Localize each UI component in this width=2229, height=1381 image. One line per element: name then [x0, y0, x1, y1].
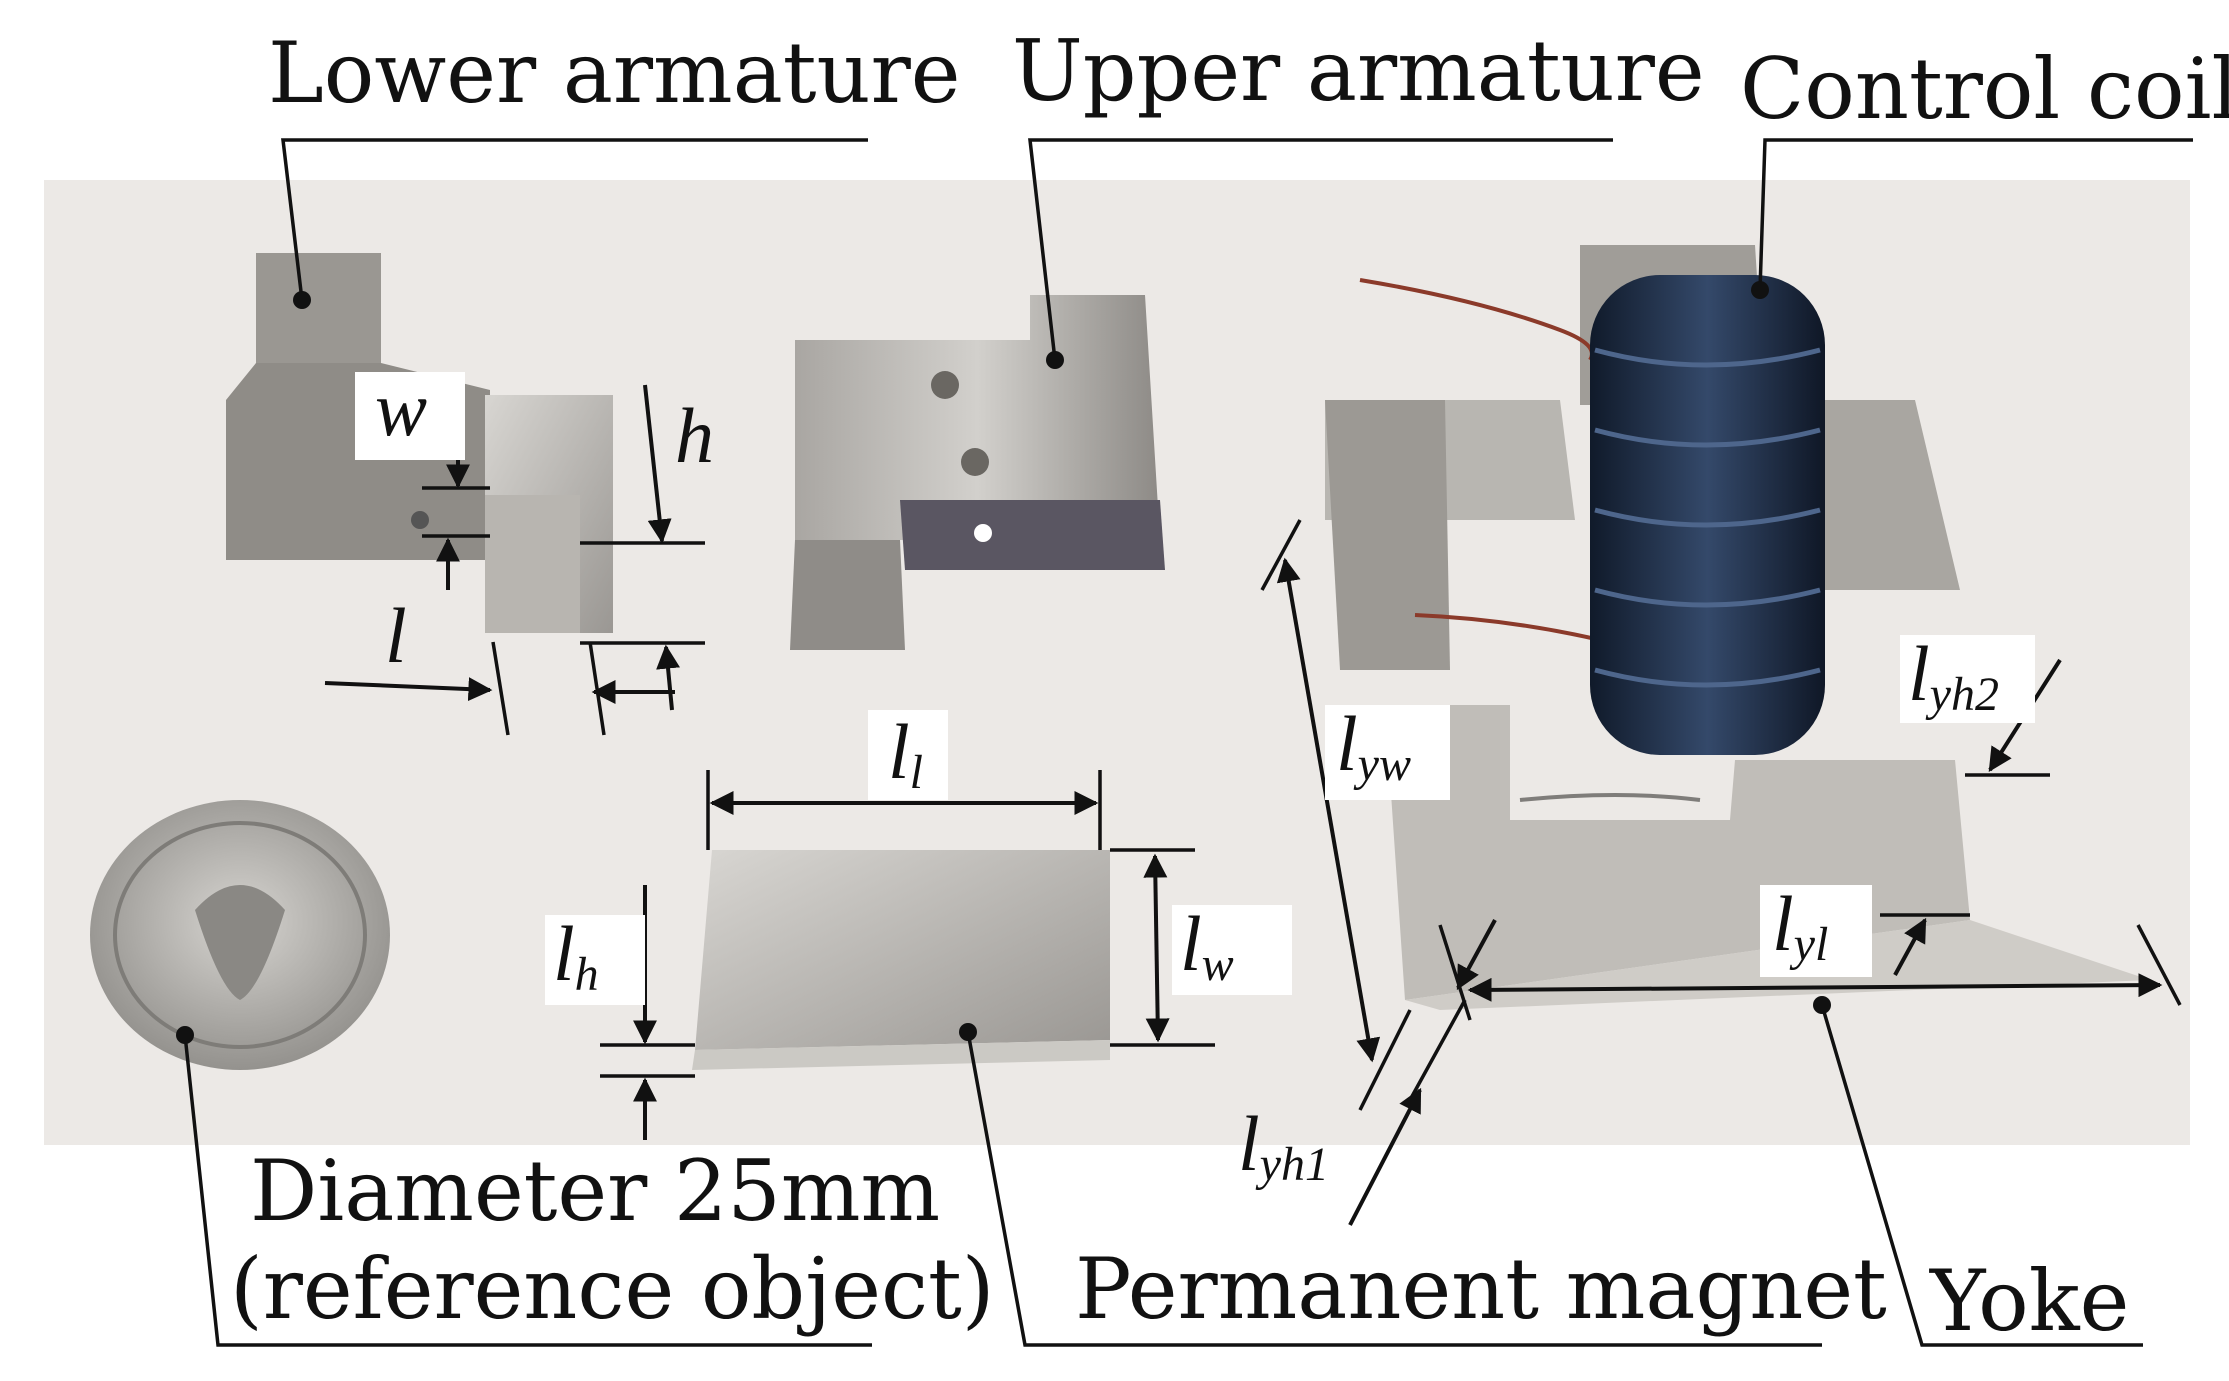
label-control-coil: Control coil	[1740, 40, 2229, 138]
label-permanent-magnet: Permanent magnet	[1075, 1240, 1887, 1338]
dim-label-lh: lh	[553, 910, 599, 1001]
dim-label-lyh1: lyh1	[1238, 1100, 1329, 1191]
dim-label-lyl: lyl	[1772, 880, 1828, 971]
dim-label-l1: ll	[888, 708, 923, 799]
control-coil-part	[1590, 275, 1825, 755]
coin-reference-object	[90, 800, 390, 1070]
lower-armature-part	[226, 253, 613, 633]
permanent-magnet-part	[692, 850, 1110, 1070]
dim-label-w: w	[375, 365, 427, 452]
upper-armature-part	[790, 295, 1165, 650]
label-yoke: Yoke	[1929, 1252, 2129, 1350]
dim-label-l: l	[385, 592, 407, 679]
dim-label-lyh2: lyh2	[1908, 630, 1999, 721]
dim-label-lyw: lyw	[1336, 700, 1411, 791]
label-upper-armature: Upper armature	[1012, 22, 1705, 120]
dim-label-h: h	[675, 392, 714, 479]
dim-label-lw: lw	[1180, 900, 1234, 991]
label-lower-armature: Lower armature	[268, 24, 961, 122]
label-diameter-line1: Diameter 25mm	[250, 1142, 940, 1240]
coil-wire-1	[1359, 278, 1594, 362]
label-diameter-line2: (reference object)	[230, 1240, 995, 1338]
